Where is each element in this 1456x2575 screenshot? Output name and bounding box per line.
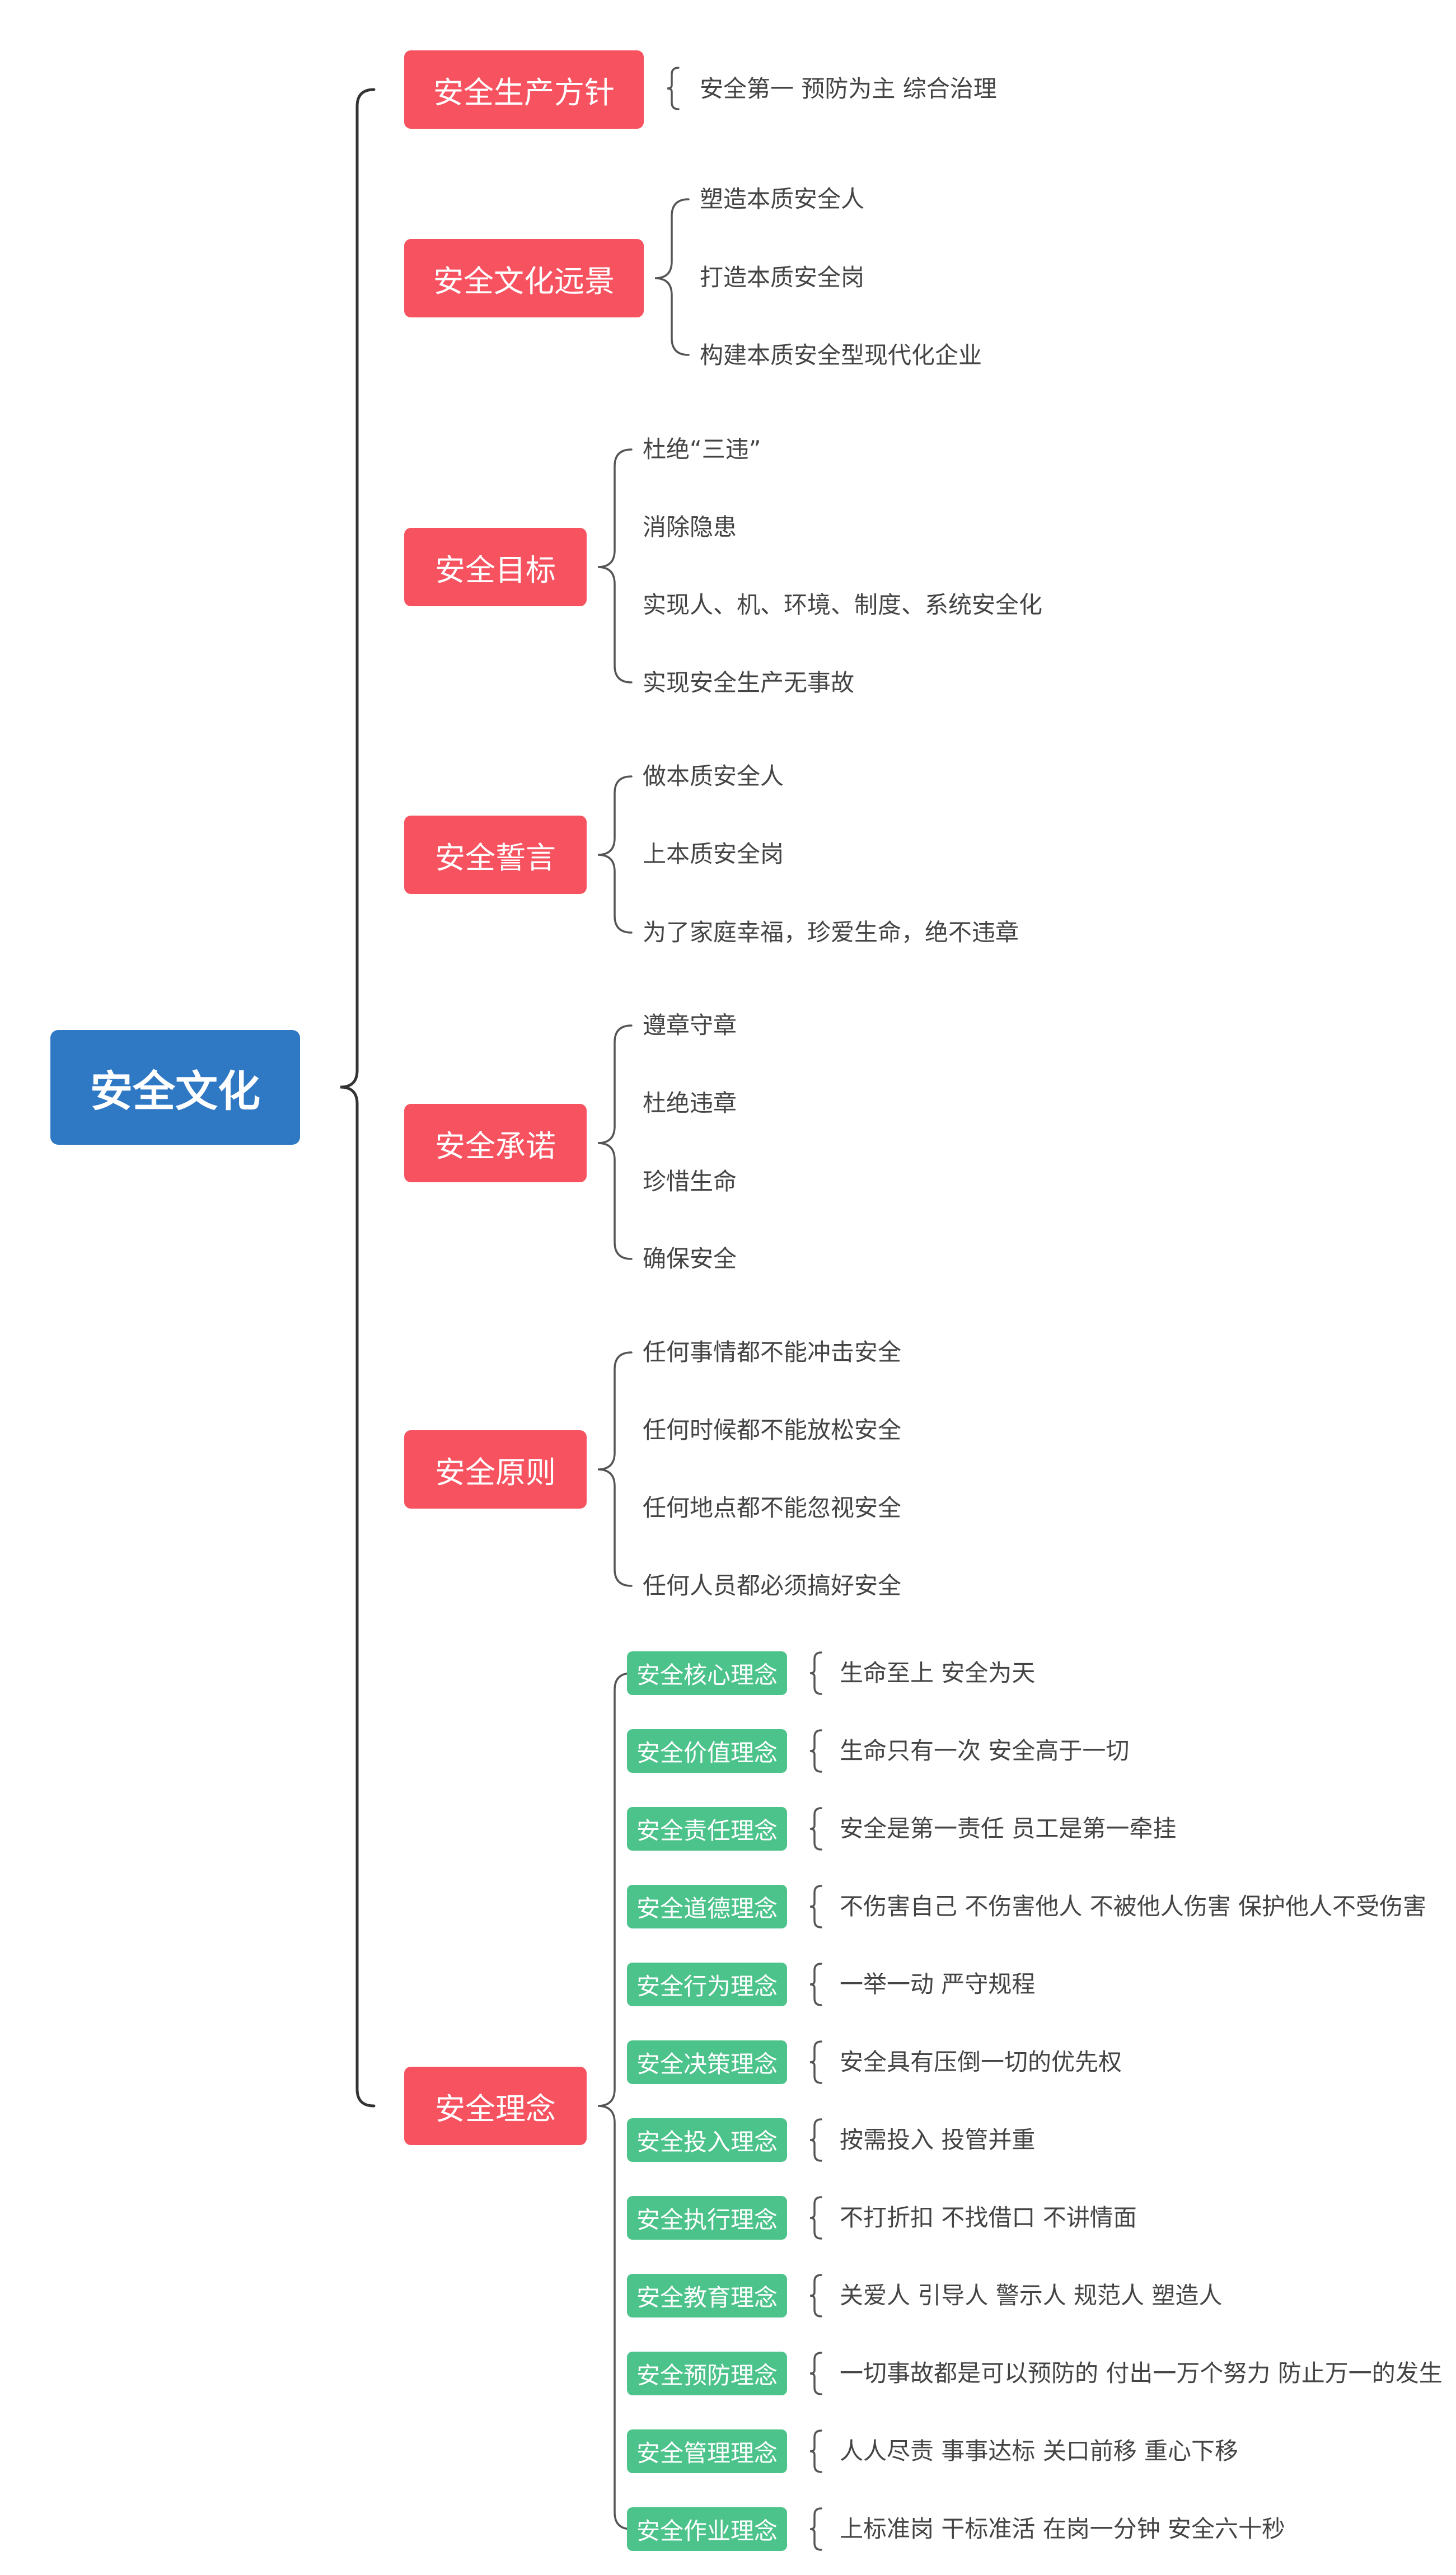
subcategory-value: 不打折扣 不找借口 不讲情面	[840, 2204, 1137, 2231]
leaf-item: 任何事情都不能冲击安全	[643, 1338, 902, 1366]
subcategory-node[interactable]: 安全核心理念	[627, 1651, 787, 1695]
subcategory-value: 安全是第一责任 员工是第一牵挂	[840, 1815, 1177, 1842]
subcategory-node[interactable]: 安全作业理念	[627, 2507, 787, 2551]
value-connector	[809, 2196, 822, 2240]
subcategory-node[interactable]: 安全行为理念	[627, 1963, 787, 2006]
category-node[interactable]: 安全原则	[404, 1430, 587, 1509]
subcategory-value: 关爱人 引导人 警示人 规范人 塑造人	[840, 2282, 1223, 2309]
value-connector	[809, 1885, 822, 1928]
root-brace	[340, 88, 376, 2108]
leaf-item: 杜绝“三违”	[643, 436, 761, 463]
value-connector	[809, 2274, 822, 2318]
subcategory-value: 安全具有压倒一切的优先权	[840, 2048, 1122, 2076]
leaf-connector	[667, 67, 680, 110]
category-brace	[654, 198, 690, 356]
leaf-item: 打造本质安全岗	[700, 264, 865, 291]
subcategory-node[interactable]: 安全决策理念	[627, 2040, 787, 2084]
subcategory-node[interactable]: 安全责任理念	[627, 1807, 787, 1851]
subcategory-node[interactable]: 安全管理理念	[627, 2429, 787, 2473]
leaf-item: 塑造本质安全人	[700, 185, 865, 213]
value-connector	[809, 1729, 822, 1773]
leaf-item: 消除隐患	[643, 513, 737, 541]
leaf-item: 任何时候都不能放松安全	[643, 1416, 902, 1444]
subcategory-node[interactable]: 安全道德理念	[627, 1885, 787, 1928]
value-connector	[809, 2352, 822, 2395]
category-brace	[597, 1351, 633, 1587]
subcategory-value: 不伤害自己 不伤害他人 不被他人伤害 保护他人不受伤害	[840, 1893, 1427, 1920]
subcategory-value: 生命至上 安全为天	[840, 1659, 1036, 1687]
value-connector	[809, 2040, 822, 2084]
value-connector	[809, 1807, 822, 1851]
leaf-item: 为了家庭幸福，珍爱生命，绝不违章	[643, 919, 1019, 946]
category-node[interactable]: 安全誓言	[404, 816, 587, 894]
leaf-item: 珍惜生命	[643, 1168, 737, 1195]
value-connector	[809, 2507, 822, 2551]
subcategory-value: 一举一动 严守规程	[840, 1970, 1036, 1998]
category-brace	[597, 1024, 633, 1260]
subcategory-value: 人人尽责 事事达标 关口前移 重心下移	[840, 2437, 1239, 2465]
value-connector	[809, 1651, 822, 1695]
root-node[interactable]: 安全文化	[50, 1030, 300, 1145]
leaf-item: 实现安全生产无事故	[643, 669, 855, 696]
leaf-item: 杜绝违章	[643, 1089, 737, 1117]
leaf-item: 确保安全	[643, 1245, 737, 1272]
subcategory-node[interactable]: 安全价值理念	[627, 1729, 787, 1773]
leaf-item: 上本质安全岗	[643, 840, 784, 868]
value-connector	[809, 2118, 822, 2162]
leaf-item: 遵章守章	[643, 1012, 737, 1039]
category-brace	[597, 775, 633, 934]
leaf-item: 任何人员都必须搞好安全	[643, 1572, 902, 1599]
category-brace	[597, 448, 633, 683]
leaf-item: 做本质安全人	[643, 762, 784, 790]
leaf-item: 安全第一 预防为主 综合治理	[700, 75, 997, 102]
category-node[interactable]: 安全生产方针	[404, 50, 644, 129]
leaf-item: 构建本质安全型现代化企业	[700, 341, 982, 369]
subcategory-value: 上标准岗 干标准活 在岗一分钟 安全六十秒	[840, 2515, 1286, 2543]
value-connector	[809, 1963, 822, 2006]
category-node[interactable]: 安全承诺	[404, 1104, 587, 1182]
subcategory-node[interactable]: 安全预防理念	[627, 2352, 787, 2395]
subcategory-node[interactable]: 安全教育理念	[627, 2274, 787, 2318]
category-node[interactable]: 安全理念	[404, 2067, 587, 2145]
category-node[interactable]: 安全目标	[404, 528, 587, 606]
value-connector	[809, 2429, 822, 2473]
leaf-item: 任何地点都不能忽视安全	[643, 1494, 902, 1521]
category-node[interactable]: 安全文化远景	[404, 239, 644, 317]
subcategory-node[interactable]: 安全投入理念	[627, 2118, 787, 2162]
subcategory-value: 按需投入 投管并重	[840, 2126, 1036, 2153]
category-brace	[597, 1672, 633, 2530]
leaf-item: 实现人、机、环境、制度、系统安全化	[643, 591, 1043, 619]
subcategory-value: 生命只有一次 安全高于一切	[840, 1737, 1130, 1764]
subcategory-node[interactable]: 安全执行理念	[627, 2196, 787, 2240]
subcategory-value: 一切事故都是可以预防的 付出一万个努力 防止万一的发生	[840, 2359, 1443, 2387]
